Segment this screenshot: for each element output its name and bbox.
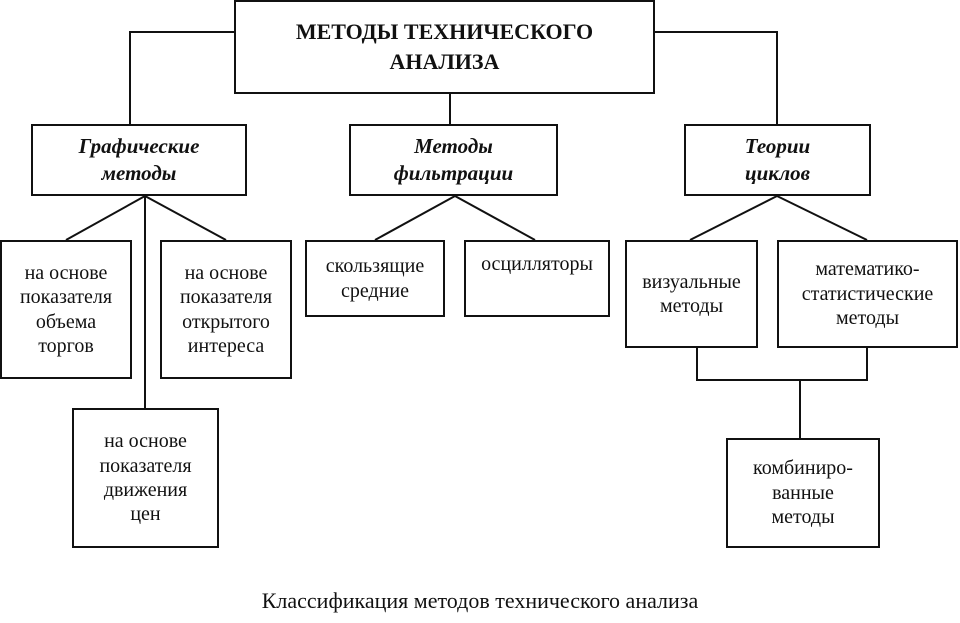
leaf-combined-methods: комбиниро- ванные методы [726,438,880,548]
leaf-open-interest: на основе показателя открытого интереса [160,240,292,379]
leaf-volume: на основе показателя объема торгов [0,240,132,379]
leaf-math-stat-methods: математико- статистические методы [777,240,958,348]
connector-filter-ma [374,195,456,241]
leaf-moving-averages: скользящие средние [305,240,445,317]
connector-cycles-math [776,195,868,241]
leaf-visual-methods: визуальные методы [625,240,758,348]
leaf-price-movement: на основе показателя движения цен [72,408,219,548]
category-filtration-methods: Методы фильтрации [349,124,558,196]
connector-graphic-volume [65,195,146,241]
connector-filter-osc [454,195,536,241]
leaf-oscillators: осцилляторы [464,240,610,317]
connector-cycles-visual [689,195,778,241]
connector-graphic-interest [144,195,227,241]
root-box: МЕТОДЫ ТЕХНИЧЕСКОГО АНАЛИЗА [234,0,655,94]
figure-caption: Классификация методов технического анали… [261,588,699,613]
connector-root-graphic [129,31,234,124]
category-cycle-theories: Теории циклов [684,124,871,196]
category-graphic-methods: Графические методы [31,124,247,196]
connector-root-cycles [655,31,778,124]
connector-visual-merge [696,348,868,381]
